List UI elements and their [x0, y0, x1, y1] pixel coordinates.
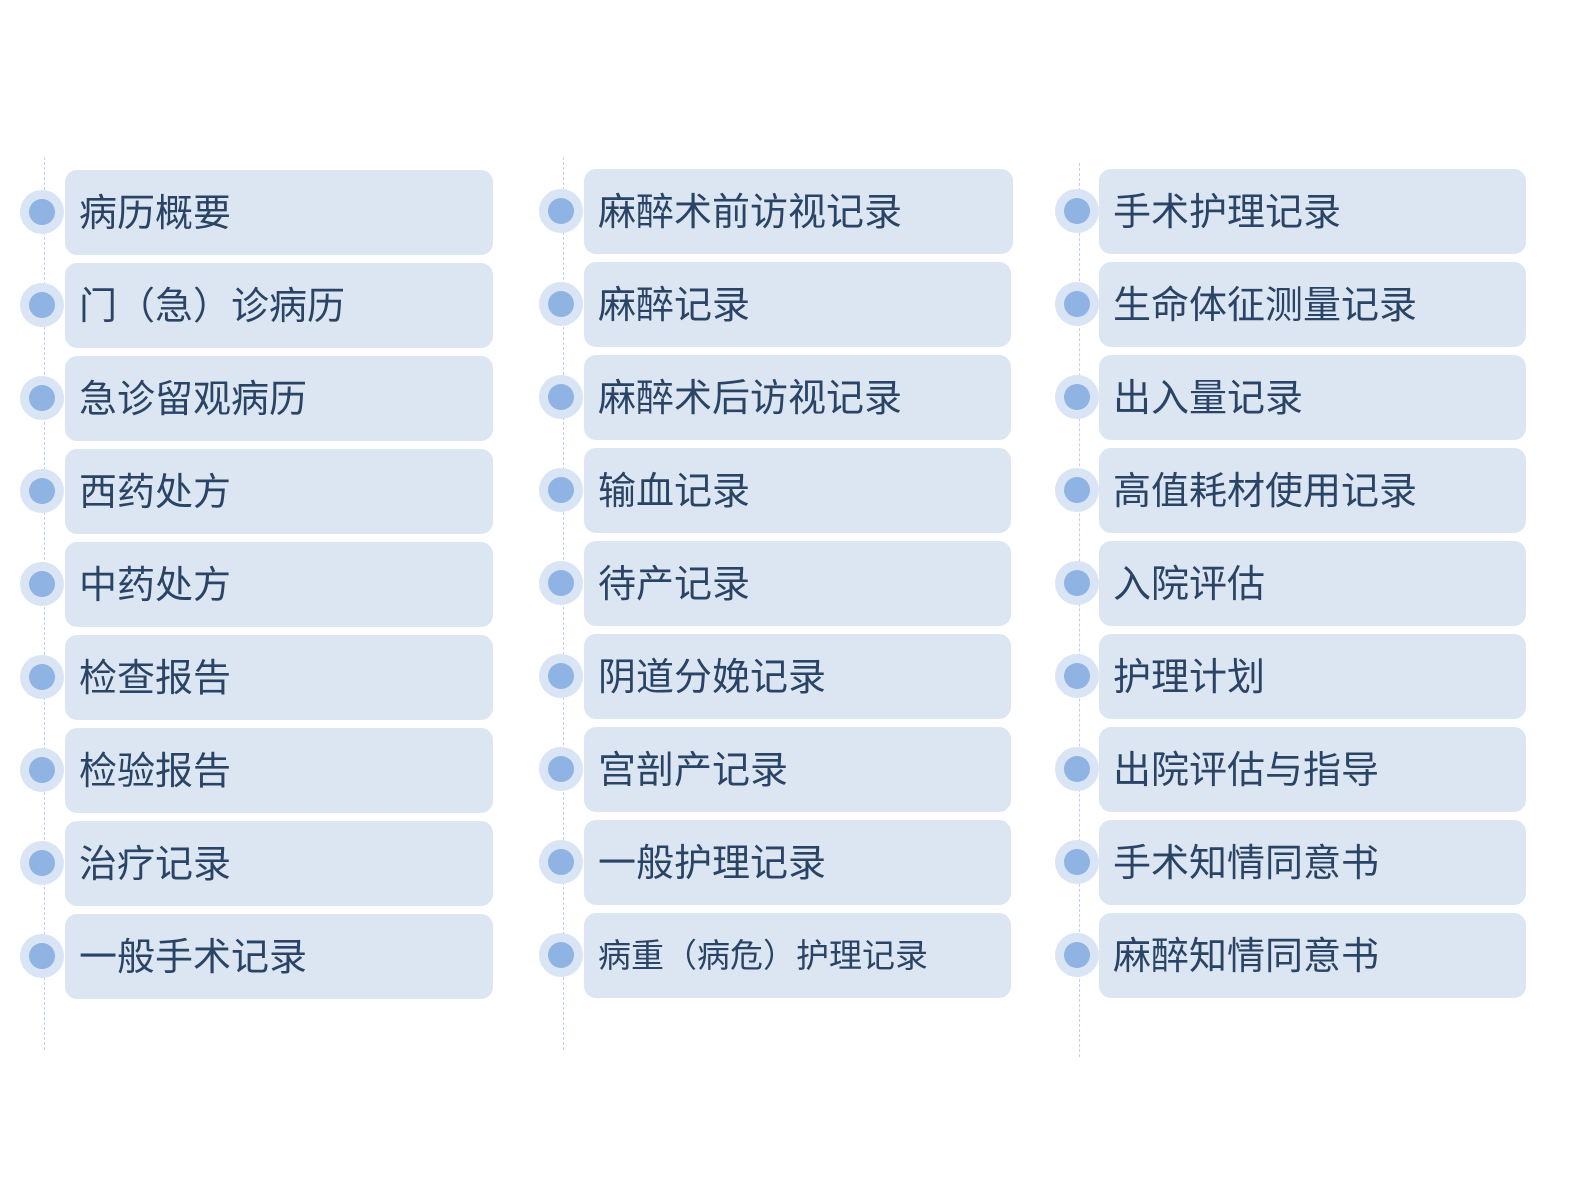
item-box[interactable]: 手术护理记录 [1099, 169, 1526, 254]
item-label: 待产记录 [598, 561, 751, 606]
item-label: 阴道分娩记录 [598, 654, 827, 699]
bullet-dot-icon [1055, 933, 1099, 977]
item-label: 治疗记录 [79, 841, 232, 886]
bullet-dot-icon [20, 934, 64, 978]
item-box[interactable]: 输血记录 [584, 448, 1011, 533]
bullet-dot-icon [539, 189, 583, 233]
item-label: 急诊留观病历 [79, 376, 308, 421]
item-label: 麻醉术后访视记录 [598, 375, 903, 420]
bullet-dot-icon [20, 190, 64, 234]
bullet-dot-icon [1055, 747, 1099, 791]
bullet-dot-icon [20, 748, 64, 792]
item-box[interactable]: 高值耗材使用记录 [1099, 448, 1526, 533]
item-box[interactable]: 宫剖产记录 [584, 727, 1011, 812]
bullet-dot-icon [539, 282, 583, 326]
bullet-dot-icon [20, 376, 64, 420]
bullet-dot-icon [20, 469, 64, 513]
item-box[interactable]: 生命体征测量记录 [1099, 262, 1526, 347]
item-label: 一般手术记录 [79, 934, 308, 979]
item-label: 手术知情同意书 [1113, 840, 1380, 885]
bullet-dot-icon [1055, 468, 1099, 512]
item-box[interactable]: 手术知情同意书 [1099, 820, 1526, 905]
item-label: 宫剖产记录 [598, 747, 789, 792]
item-box[interactable]: 检验报告 [65, 728, 493, 813]
item-box[interactable]: 入院评估 [1099, 541, 1526, 626]
item-box[interactable]: 阴道分娩记录 [584, 634, 1011, 719]
item-box[interactable]: 治疗记录 [65, 821, 493, 906]
item-label: 出入量记录 [1113, 375, 1304, 420]
item-label: 麻醉记录 [598, 282, 751, 327]
bullet-dot-icon [539, 468, 583, 512]
bullet-dot-icon [539, 747, 583, 791]
item-box[interactable]: 护理计划 [1099, 634, 1526, 719]
item-label: 高值耗材使用记录 [1113, 468, 1418, 513]
item-label: 生命体征测量记录 [1113, 282, 1418, 327]
item-box[interactable]: 麻醉知情同意书 [1099, 913, 1526, 998]
bullet-dot-icon [1055, 282, 1099, 326]
item-label: 西药处方 [79, 469, 232, 514]
item-box[interactable]: 出院评估与指导 [1099, 727, 1526, 812]
item-label: 检验报告 [79, 748, 232, 793]
bullet-dot-icon [1055, 375, 1099, 419]
item-label: 一般护理记录 [598, 840, 827, 885]
bullet-dot-icon [20, 655, 64, 699]
timeline-line [1079, 163, 1080, 1057]
item-box[interactable]: 急诊留观病历 [65, 356, 493, 441]
item-label: 麻醉知情同意书 [1113, 933, 1380, 978]
item-label: 病历概要 [79, 190, 232, 235]
bullet-dot-icon [539, 840, 583, 884]
item-box[interactable]: 麻醉记录 [584, 262, 1011, 347]
bullet-dot-icon [20, 562, 64, 606]
bullet-dot-icon [539, 375, 583, 419]
item-box[interactable]: 麻醉术后访视记录 [584, 355, 1011, 440]
bullet-dot-icon [539, 933, 583, 977]
item-label: 护理计划 [1113, 654, 1266, 699]
item-box[interactable]: 一般手术记录 [65, 914, 493, 999]
bullet-dot-icon [20, 841, 64, 885]
bullet-dot-icon [1055, 654, 1099, 698]
item-box[interactable]: 病历概要 [65, 170, 493, 255]
item-box[interactable]: 西药处方 [65, 449, 493, 534]
item-box[interactable]: 待产记录 [584, 541, 1011, 626]
item-label: 检查报告 [79, 655, 232, 700]
bullet-dot-icon [1055, 840, 1099, 884]
item-box[interactable]: 检查报告 [65, 635, 493, 720]
item-box[interactable]: 麻醉术前访视记录 [584, 169, 1013, 254]
item-box[interactable]: 中药处方 [65, 542, 493, 627]
item-label: 入院评估 [1113, 561, 1266, 606]
bullet-dot-icon [20, 283, 64, 327]
item-label: 门（急）诊病历 [79, 283, 346, 328]
item-box[interactable]: 门（急）诊病历 [65, 263, 493, 348]
item-box[interactable]: 病重（病危）护理记录 [584, 913, 1011, 998]
item-label: 中药处方 [79, 562, 232, 607]
bullet-dot-icon [539, 561, 583, 605]
bullet-dot-icon [1055, 189, 1099, 233]
bullet-dot-icon [1055, 561, 1099, 605]
item-label: 出院评估与指导 [1113, 747, 1380, 792]
item-box[interactable]: 出入量记录 [1099, 355, 1526, 440]
item-label: 麻醉术前访视记录 [598, 189, 903, 234]
item-box[interactable]: 一般护理记录 [584, 820, 1011, 905]
item-label: 手术护理记录 [1113, 189, 1342, 234]
item-label: 病重（病危）护理记录 [598, 936, 928, 975]
item-label: 输血记录 [598, 468, 751, 513]
bullet-dot-icon [539, 654, 583, 698]
